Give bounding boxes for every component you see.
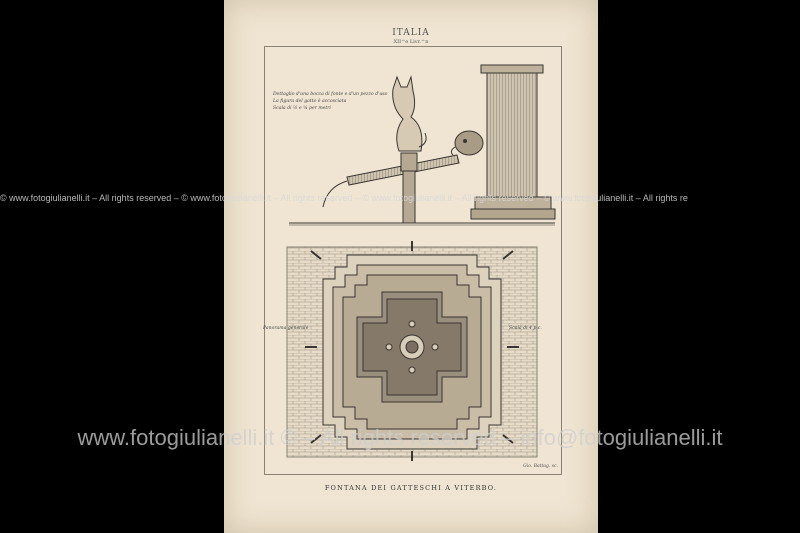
plan-right-label: Scala di 4 p.c. [509,326,542,331]
plan-left-label: Panorama generale [263,326,309,331]
engraver-credit: Gio. Battag. sc. [523,464,558,469]
plate-frame: Dettaglio d'una bocca di fonte e d'un pe… [263,46,562,475]
detail-note-line: Scala di ½ e ¼ per metri [273,106,331,111]
plate-caption: FONTANA DEI GATTESCHI A VITERBO. [324,484,498,492]
watermark-strip: © www.fotogiulianelli.it – All rights re… [0,193,688,203]
fountain-plan [286,241,538,461]
engraving-page: ITALIA XII^e Livr.^n [224,0,598,533]
fountain-illustration [286,64,556,461]
watermark-main: www.fotogiulianelli.it © – All rights re… [77,425,723,450]
detail-note-line: Dettaglio d'una bocca di fonte e d'un pe… [273,92,388,97]
plate-subtitle: XII^e Livr.^n [393,39,429,45]
detail-note-line: La figura del gatto è accosciata [273,99,347,104]
fountain-detail [289,64,556,226]
plate-title: ITALIA [392,28,430,38]
detail-note: Dettaglio d'una bocca di fonte e d'un pe… [273,91,387,112]
